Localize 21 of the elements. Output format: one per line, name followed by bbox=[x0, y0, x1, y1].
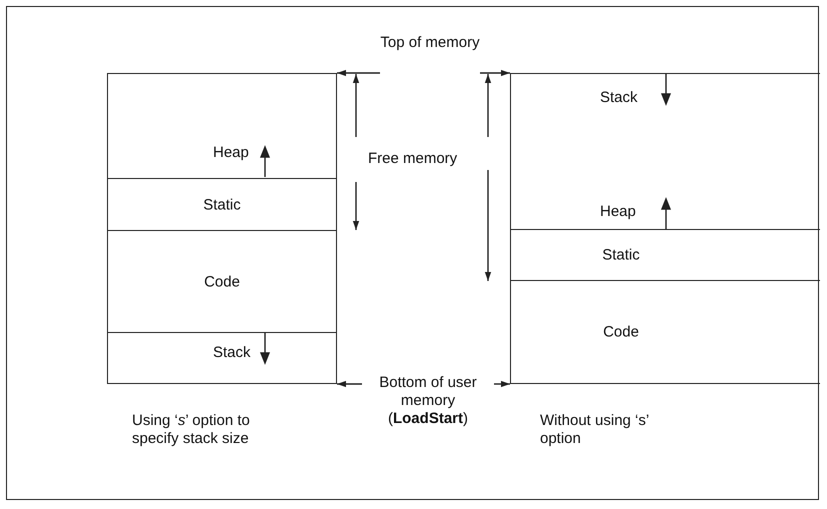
arrow bbox=[337, 380, 362, 388]
free-memory-label: Free memory bbox=[368, 150, 458, 168]
segment-label: Static bbox=[602, 246, 640, 264]
figure-caption: Without using ‘s’ option bbox=[540, 412, 650, 448]
arrow bbox=[337, 70, 380, 76]
segment-label: Heap bbox=[213, 144, 249, 161]
figure-caption: Using ‘s’ option to specify stack size bbox=[132, 412, 251, 448]
memory-segment bbox=[107, 332, 337, 384]
segment-label: Code bbox=[603, 324, 639, 340]
segment-label: Code bbox=[204, 273, 240, 290]
memory-segment bbox=[107, 178, 337, 231]
segment-label: Stack bbox=[600, 89, 638, 106]
memory-segment bbox=[107, 73, 337, 179]
memory-segment bbox=[510, 73, 820, 230]
arrow bbox=[480, 70, 510, 76]
segment-label: Static bbox=[203, 196, 241, 213]
memory-segment bbox=[510, 280, 820, 384]
segment-label: Heap bbox=[600, 203, 636, 220]
memory-segment bbox=[107, 230, 337, 333]
segment-label: Stack bbox=[213, 344, 251, 361]
arrow bbox=[494, 380, 510, 388]
